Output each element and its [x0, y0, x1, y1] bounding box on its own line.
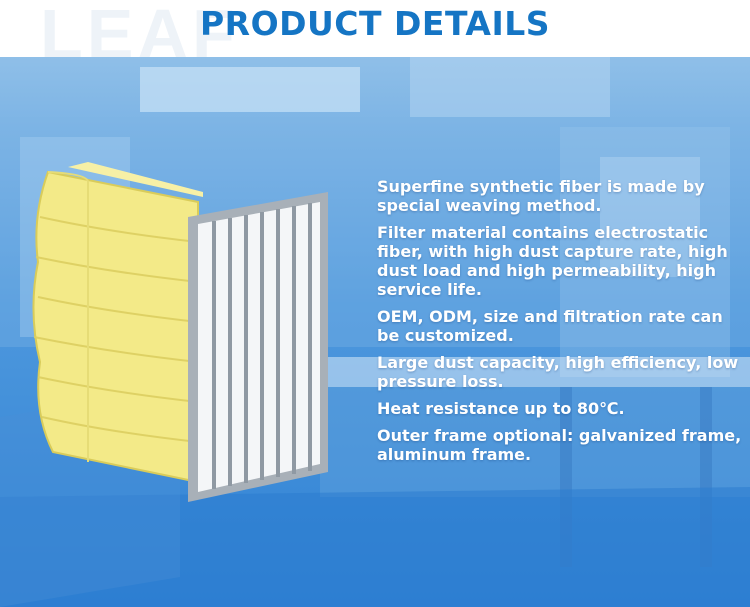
bag-filter-image [32, 162, 328, 502]
page-title: PRODUCT DETAILS [199, 4, 551, 43]
feature-electrostatic: Filter material contains electrostatic f… [377, 223, 728, 299]
cleanroom-background: Superfine synthetic fiber is made by spe… [0, 57, 750, 607]
feature-heat-resistance: Heat resistance up to 80℃. [377, 399, 625, 418]
feature-frame: Outer frame optional: galvanized frame, … [377, 426, 742, 464]
feature-capacity: Large dust capacity, high efficiency, lo… [377, 353, 739, 391]
brand-watermark: LEAF [40, 0, 239, 57]
feature-list: Superfine synthetic fiber is made by spe… [377, 177, 747, 472]
feature-customization: OEM, ODM, size and filtration rate can b… [377, 307, 723, 345]
page-header: LEAF PRODUCT DETAILS [0, 0, 750, 57]
feature-fiber: Superfine synthetic fiber is made by spe… [377, 177, 705, 215]
